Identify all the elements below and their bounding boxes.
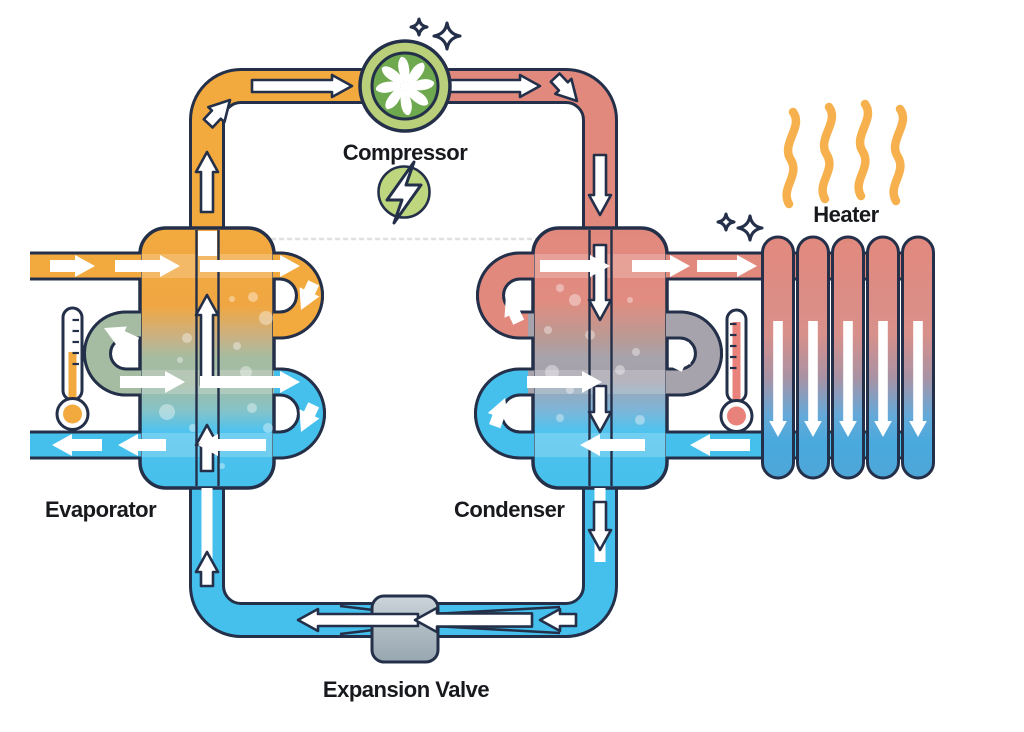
compressor	[358, 39, 452, 133]
heat-wave-icon	[782, 99, 908, 209]
heater-label: Heater	[813, 202, 879, 227]
compressor-label: Compressor	[343, 140, 469, 165]
thermometer-hot-icon	[719, 308, 754, 433]
evaporator-bubbles	[159, 292, 273, 469]
refrigerant-pipe-compressor-to-condenser	[448, 68, 618, 250]
sparkle-icons	[409, 17, 764, 242]
lightning-bolt-icon	[377, 160, 431, 225]
expansion-line-arrows	[296, 606, 578, 634]
refrigerant-pipe-evaporator-to-compressor	[189, 68, 362, 250]
sparkle-icon	[409, 17, 429, 37]
radiator-fins	[761, 235, 935, 480]
sparkle-icon	[716, 212, 736, 232]
evaporator-label: Evaporator	[45, 497, 157, 522]
thermometer-cold-icon	[55, 306, 90, 431]
sparkle-icon	[736, 214, 764, 242]
condenser-label: Condenser	[454, 497, 565, 522]
expansion-valve-label: Expansion Valve	[323, 677, 489, 702]
valve-body	[370, 594, 440, 664]
fan-icon	[375, 56, 435, 116]
condenser-coil-front	[474, 251, 933, 460]
heater-radiator	[761, 235, 935, 480]
radiator-fin-arrows	[769, 321, 927, 437]
water-flow-arrows	[50, 255, 757, 456]
sparkle-icon	[432, 21, 462, 51]
condenser-bubbles	[544, 284, 645, 425]
